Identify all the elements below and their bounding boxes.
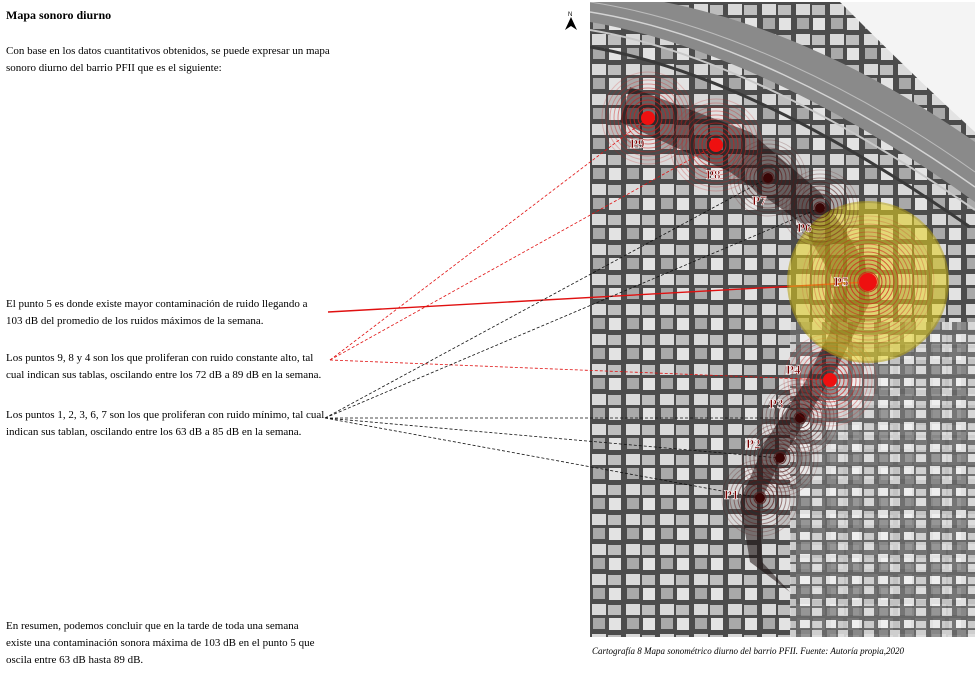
measurement-point-p8: P8 [669,98,763,192]
measurement-point-p5: P5 [787,201,949,363]
leader-line-p2 [324,417,781,459]
leader-line-p8 [329,144,717,361]
point-label-p6: P6 [797,220,812,235]
north-arrow-icon: N [565,12,577,30]
measurement-point-p4: P4 [783,333,877,427]
point-label-p1: P1 [724,487,738,502]
summary-paragraph: En resumen, podemos concluir que en la t… [6,620,315,666]
figure-caption: Cartografía 8 Mapa sonométrico diurno de… [592,646,904,656]
measurement-point-p3: P3 [761,379,839,457]
points-high-paragraph: Los puntos 9, 8 y 4 son los que prolifer… [6,352,322,381]
leader-line-p4 [329,359,831,381]
point5-paragraph: El punto 5 es donde existe mayor contami… [6,298,308,327]
point-label-p7: P7 [752,193,767,208]
point-label-p9: P9 [630,136,645,151]
leader-line-p1 [324,417,761,499]
leader-line-p7 [324,177,769,419]
measurement-point-p1: P1 [721,459,799,537]
measurement-point-p9: P9 [601,71,695,165]
point-label-p8: P8 [706,167,721,182]
measurement-point-p2: P2 [741,419,819,497]
leader-line-p5 [327,281,869,313]
measurement-point-p7: P7 [729,139,807,217]
point-label-p2: P2 [746,436,760,451]
leader-line-p9 [329,117,649,361]
intro-paragraph: Con base en los datos cuantitativos obte… [6,45,330,74]
measurement-point-p6: P6 [781,169,859,247]
point-label-p3: P3 [769,396,784,411]
point-label-p4: P4 [786,362,801,377]
north-label: N [568,12,572,18]
points-low-paragraph: Los puntos 1, 2, 3, 6, 7 son los que pro… [6,409,325,438]
page-title: Mapa sonoro diurno [6,8,112,22]
leader-line-p6 [324,207,821,419]
point-label-p5: P5 [834,274,849,289]
